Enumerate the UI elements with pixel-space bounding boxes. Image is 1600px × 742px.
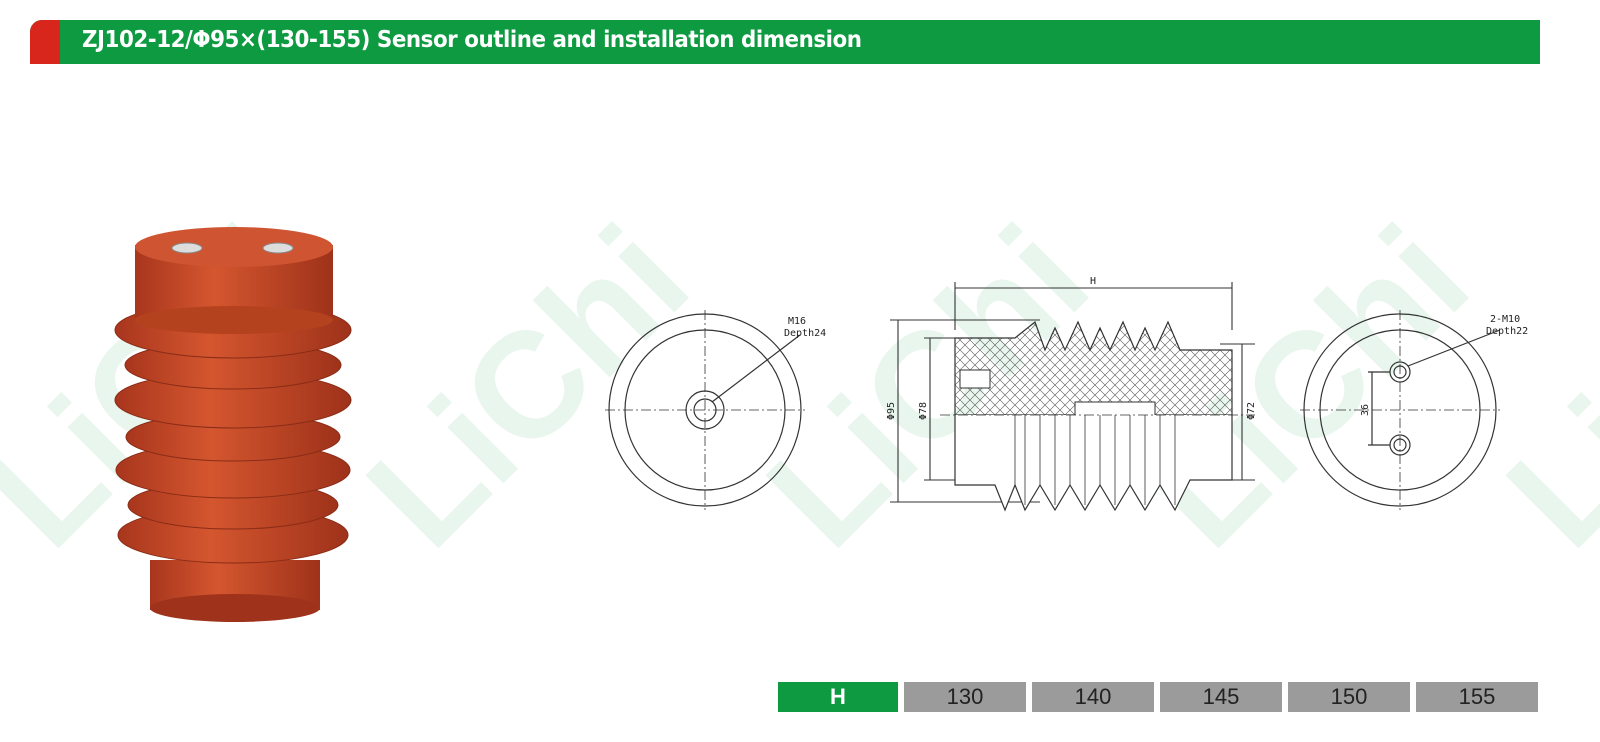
table-cell: 130: [904, 682, 1026, 712]
length-label: H: [1090, 276, 1096, 287]
dimension-table: H 130 140 145 150 155: [778, 682, 1538, 712]
section-header: ZJ102-12/Φ95×(130-155) Sensor outline an…: [30, 20, 1540, 64]
diameter-72-label: Φ72: [1246, 402, 1257, 420]
depth-label: Depth24: [784, 328, 826, 339]
table-cell: 155: [1416, 682, 1538, 712]
table-cell: 140: [1032, 682, 1154, 712]
table-cell: 145: [1160, 682, 1282, 712]
table-cell: 150: [1288, 682, 1410, 712]
spacing-label: 36: [1360, 404, 1371, 416]
front-view-drawing: M16 Depth24: [605, 310, 826, 510]
table-header-h: H: [778, 682, 898, 712]
diameter-78-label: Φ78: [918, 402, 929, 420]
side-view-drawing: H Φ95 Φ78 Φ72: [886, 276, 1257, 512]
diameter-95-label: Φ95: [886, 402, 897, 420]
insulator-photo: [114, 227, 352, 622]
header-accent: [30, 20, 60, 64]
back-view-drawing: 2-M10 Depth22 36: [1300, 310, 1528, 510]
hole-label: M16: [788, 316, 806, 327]
depth-label: Depth22: [1486, 326, 1528, 337]
hole-label: 2-M10: [1490, 314, 1520, 325]
page-title: ZJ102-12/Φ95×(130-155) Sensor outline an…: [82, 27, 862, 53]
